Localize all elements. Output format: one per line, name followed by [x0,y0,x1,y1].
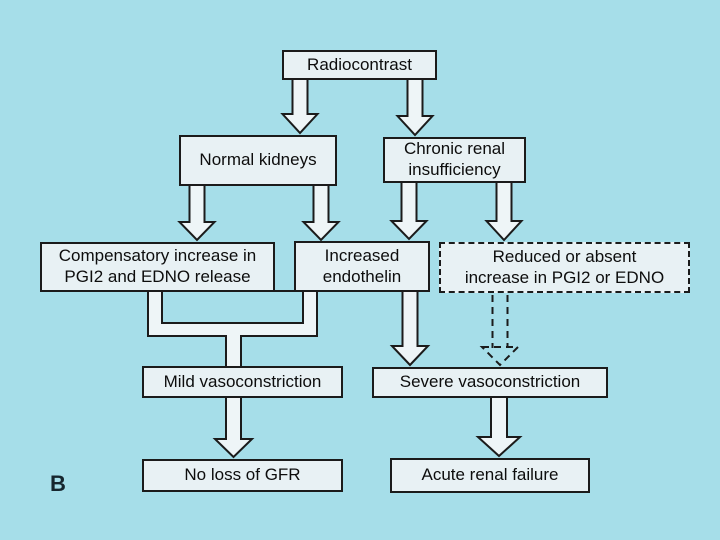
node-reduced-or-absent: Reduced or absent increase in PGI2 or ED… [439,242,690,293]
node-normal-kidneys-label: Normal kidneys [199,150,317,170]
node-severe-vasoconstriction-label: Severe vasoconstriction [399,372,581,392]
arrow-radiocontrast-to-chronic-renal-insufficiency [395,78,435,137]
node-increased-endothelin: Increased endothelin [294,241,430,292]
arrow-mild-to-no-loss-of-gfr [212,396,255,459]
arrow-normal-kidneys-to-compensatory-increase [177,184,217,242]
node-severe-vasoconstriction: Severe vasoconstriction [372,367,608,398]
node-compensatory-increase: Compensatory increase in PGI2 and EDNO r… [40,242,275,292]
arrow-increased-endothelin-to-severe [389,290,431,367]
node-mild-vasoconstriction: Mild vasoconstriction [142,366,343,398]
node-reduced-or-absent-label: Reduced or absent increase in PGI2 or ED… [464,246,665,287]
merge-connector-to-mild-vasoconstriction [147,289,318,368]
arrow-chronic-to-reduced-or-absent [484,181,524,242]
node-radiocontrast: Radiocontrast [282,50,437,80]
node-increased-endothelin-label: Increased endothelin [322,245,402,286]
figure-label: B [50,471,67,496]
arrow-radiocontrast-to-normal-kidneys [280,78,320,135]
node-chronic-renal-insufficiency-label: Chronic renal insufficiency [403,139,506,179]
node-compensatory-increase-label: Compensatory increase in PGI2 and EDNO r… [58,246,257,286]
arrow-normal-kidneys-to-increased-endothelin [301,184,341,242]
node-no-loss-of-gfr-label: No loss of GFR [184,465,301,485]
node-no-loss-of-gfr: No loss of GFR [142,459,343,492]
node-acute-renal-failure-label: Acute renal failure [421,465,559,485]
arrow-chronic-to-increased-endothelin [389,181,429,241]
dashed-arrow-head [479,346,521,367]
node-normal-kidneys: Normal kidneys [179,135,337,186]
node-radiocontrast-label: Radiocontrast [307,54,412,74]
arrow-severe-to-acute-renal-failure [475,396,523,458]
node-chronic-renal-insufficiency: Chronic renal insufficiency [383,137,526,183]
node-mild-vasoconstriction-label: Mild vasoconstriction [163,371,322,391]
node-acute-renal-failure: Acute renal failure [390,458,590,493]
